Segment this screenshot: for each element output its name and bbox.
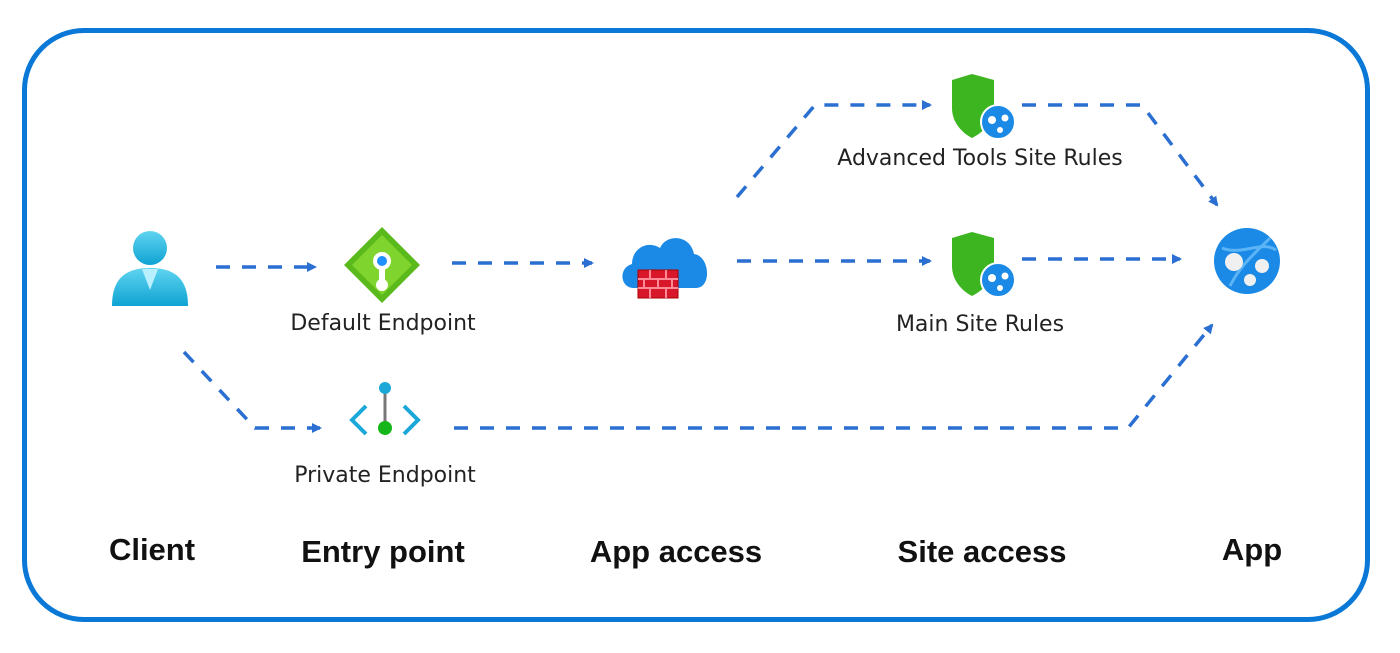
app-access-node[interactable] — [618, 230, 714, 306]
default-endpoint-label: Default Endpoint — [290, 311, 476, 336]
diagram-frame — [22, 28, 1370, 622]
private-endpoint-icon — [349, 382, 421, 436]
app-service-globe-icon — [1214, 228, 1280, 294]
advanced-tools-rules-node[interactable] — [948, 72, 1020, 148]
default-endpoint-node[interactable] — [342, 225, 422, 309]
load-balancer-icon — [344, 227, 420, 303]
cloud-firewall-icon — [622, 238, 708, 299]
client-node[interactable] — [110, 228, 190, 312]
column-label-entry-point: Entry point — [301, 534, 465, 569]
arrow-private-to-app — [454, 323, 1214, 430]
column-label-app-access: App access — [589, 534, 763, 569]
arrow-client-to-private — [182, 350, 322, 433]
shield-globe-icon — [952, 74, 1016, 140]
shield-globe-icon — [952, 232, 1016, 298]
main-site-rules-label: Main Site Rules — [895, 312, 1065, 337]
arrow-advanced-to-app — [1022, 103, 1219, 207]
main-site-rules-node[interactable] — [948, 230, 1020, 306]
private-endpoint-node[interactable] — [346, 380, 424, 450]
advanced-tools-rules-label: Advanced Tools Site Rules — [837, 146, 1123, 171]
column-label-site-access: Site access — [897, 534, 1067, 569]
user-icon — [112, 231, 188, 306]
app-node[interactable] — [1212, 226, 1282, 300]
column-label-client: Client — [108, 532, 196, 567]
private-endpoint-label: Private Endpoint — [294, 463, 476, 488]
column-label-app: App — [1221, 532, 1283, 567]
